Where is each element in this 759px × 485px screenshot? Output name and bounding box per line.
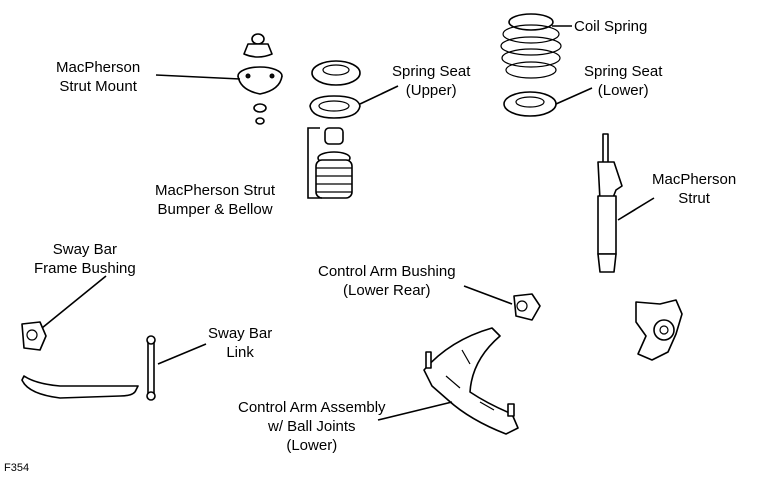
leader-strut [617, 197, 655, 221]
label-spring-seat-upper: Spring Seat(Upper) [392, 63, 471, 99]
leader-sway-bar-bushing [41, 275, 107, 329]
leader-control-arm [377, 401, 453, 421]
sway-bar-link-drawing [21, 335, 156, 401]
bumper-bellow-drawing [307, 127, 353, 199]
leader-strut-mount [155, 74, 241, 80]
figure-code: F354 [4, 462, 30, 474]
knuckle-drawing [635, 299, 683, 361]
leader-spring-seat-lower [555, 87, 593, 105]
strut-mount-drawing [237, 33, 283, 125]
coil-spring-drawing [500, 13, 562, 79]
label-control-arm-bushing: Control Arm Bushing(Lower Rear) [318, 263, 456, 299]
leader-lines [41, 25, 655, 421]
spring-seat-lower-drawing [503, 91, 557, 117]
leader-sway-bar-link [157, 343, 207, 365]
leader-spring-seat-upper [359, 85, 399, 105]
sway-bar-bushing-drawing [21, 321, 47, 351]
control-arm-bushing-drawing [513, 293, 541, 321]
strut-drawing [597, 133, 623, 273]
label-spring-seat-lower: Spring Seat(Lower) [584, 63, 663, 99]
leader-control-arm-bushing [463, 285, 513, 305]
control-arm-drawing [423, 327, 519, 435]
spring-seat-upper-drawing [309, 60, 361, 119]
label-coil-spring: Coil Spring [574, 18, 648, 35]
